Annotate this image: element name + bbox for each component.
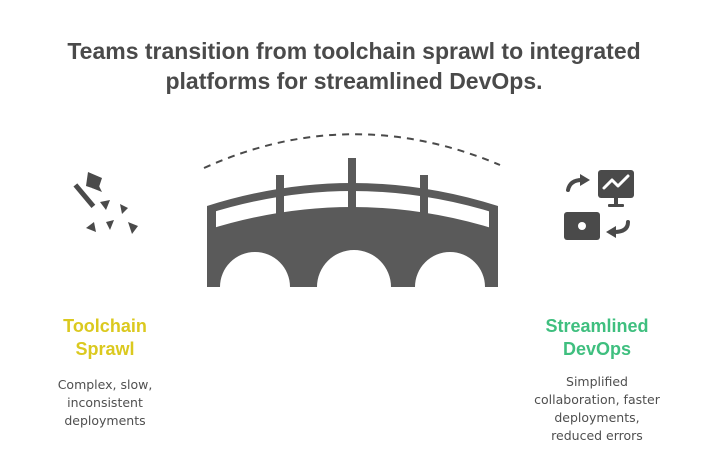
bridge-deck — [207, 207, 498, 287]
streamlined-devops-description: Simplified collaboration, faster deploym… — [520, 373, 674, 445]
right-desc-line-1: Simplified — [566, 374, 628, 389]
title-line-1: Teams transition from toolchain sprawl t… — [67, 38, 641, 64]
left-title-line-2: Sprawl — [75, 339, 135, 359]
axe-with-fragments-icon — [73, 172, 138, 234]
right-title-line-1: Streamlined — [545, 316, 649, 336]
streamlined-devops-title: Streamlined DevOps — [520, 315, 674, 361]
right-desc-line-3: deployments, — [554, 410, 640, 425]
toolchain-sprawl-description: Complex, slow, inconsistent deployments — [40, 376, 170, 430]
page-title: Teams transition from toolchain sprawl t… — [0, 36, 708, 96]
integrated-platform-icon — [564, 170, 634, 240]
left-title-line-1: Toolchain — [63, 316, 147, 336]
title-line-2: platforms for streamlined DevOps. — [165, 68, 543, 94]
left-desc-line-2: inconsistent — [67, 395, 143, 410]
right-desc-line-2: collaboration, faster — [534, 392, 660, 407]
right-title-line-2: DevOps — [562, 339, 632, 359]
left-desc-line-1: Complex, slow, — [57, 377, 153, 392]
toolchain-sprawl-title: Toolchain Sprawl — [40, 315, 170, 361]
bridge-top-rail — [207, 183, 498, 214]
dashed-arc — [203, 133, 501, 169]
left-desc-line-3: deployments — [64, 413, 146, 428]
right-desc-line-4: reduced errors — [551, 428, 643, 443]
